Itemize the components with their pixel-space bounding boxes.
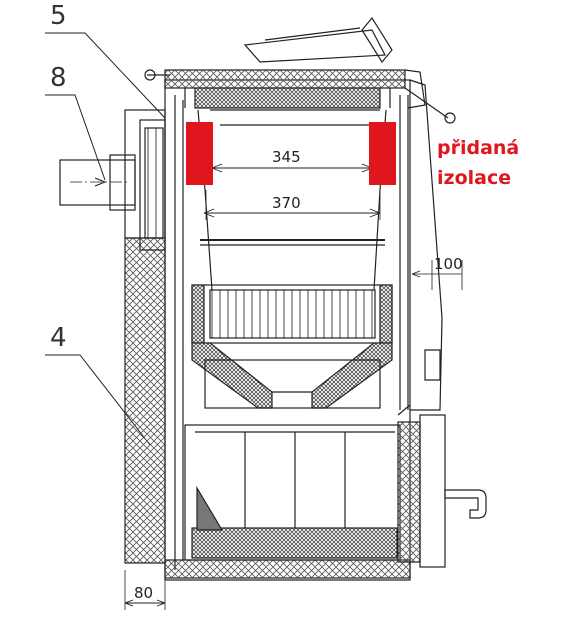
note-line-2: izolace <box>437 167 512 189</box>
added-insulation-right <box>369 122 396 185</box>
base <box>164 559 411 579</box>
right-door-insulation <box>397 421 421 563</box>
added-insulation-left <box>186 122 213 185</box>
left-insulation <box>124 237 166 564</box>
leader-8 <box>45 94 106 181</box>
added-insulation-note: přidaná izolace <box>437 133 519 193</box>
dimension-345: 345 <box>272 148 301 166</box>
callout-4: 4 <box>50 323 67 353</box>
flue-pipe <box>59 154 136 211</box>
nozzle-left <box>191 342 273 409</box>
callout-5: 5 <box>50 1 67 31</box>
dimension-370: 370 <box>272 194 301 212</box>
note-line-1: přidaná <box>437 137 520 159</box>
top-lid <box>164 69 406 89</box>
dimension-80: 80 <box>134 584 153 602</box>
dimension-100: 100 <box>434 255 463 273</box>
leader-5 <box>45 32 166 119</box>
door-handle <box>444 489 487 519</box>
callout-8: 8 <box>50 63 67 93</box>
